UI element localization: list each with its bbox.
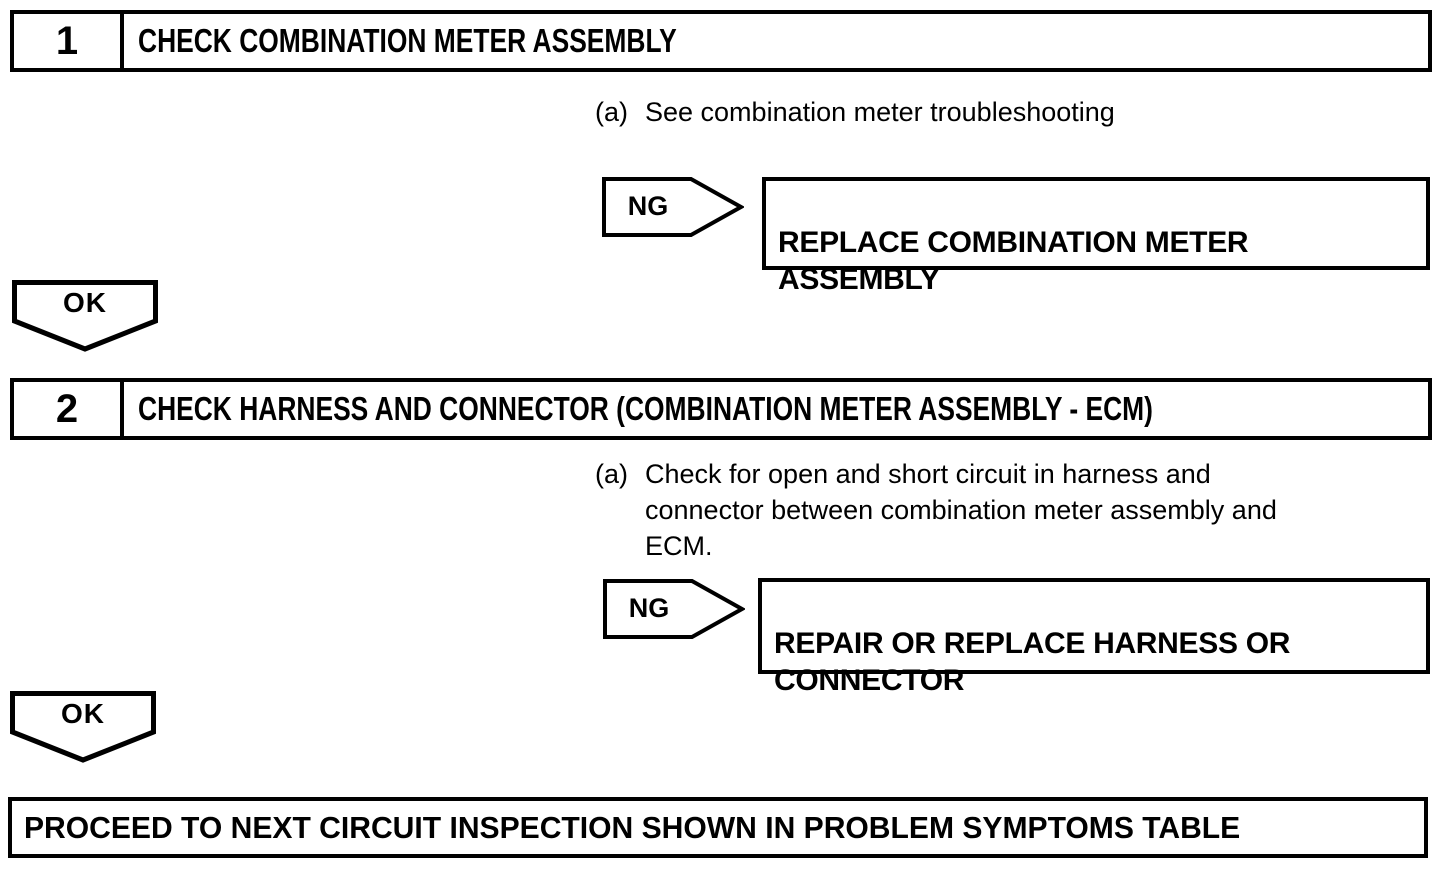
step-2-ng-result-box: REPAIR OR REPLACE HARNESS OR CONNECTOR (758, 578, 1430, 697)
step-1-ok-label: OK (63, 287, 107, 318)
final-proceed-text: PROCEED TO NEXT CIRCUIT INSPECTION SHOWN… (24, 809, 1241, 845)
step-1-instruction-note: (a) See combination meter troubleshootin… (595, 94, 1115, 130)
step-1-instruction-text: See combination meter troubleshooting (645, 97, 1115, 127)
step-2-number: 2 (14, 382, 124, 436)
step-2-title-cell: CHECK HARNESS AND CONNECTOR (COMBINATION… (124, 382, 1428, 436)
step-2-ng-arrow: NG (603, 579, 745, 639)
step-1-ng-result-box: REPLACE COMBINATION METER ASSEMBLY (762, 177, 1430, 296)
step-1-ng-arrow: NG (602, 177, 744, 237)
step-1-instruction-label: (a) (595, 97, 628, 127)
ok-pentagon-icon (10, 691, 156, 763)
step-2-instruction-text: Check for open and short circuit in harn… (645, 459, 1277, 561)
step-1-title: CHECK COMBINATION METER ASSEMBLY (138, 22, 677, 59)
ng-arrow-icon (603, 579, 745, 639)
step-2-instruction-label: (a) (595, 459, 628, 489)
step-2-ng-result-text: REPAIR OR REPLACE HARNESS OR CONNECTOR (774, 627, 1291, 697)
step-1-ng-label: NG (627, 190, 669, 221)
step-1-ng-result-text: REPLACE COMBINATION METER ASSEMBLY (778, 226, 1249, 296)
step-1-header-box: 1 CHECK COMBINATION METER ASSEMBLY (10, 10, 1432, 72)
step-2-title: CHECK HARNESS AND CONNECTOR (COMBINATION… (138, 390, 1153, 427)
step-1-ok-connector: OK (12, 280, 158, 352)
step-2-instruction-note: (a) Check for open and short circuit in … (595, 456, 1277, 564)
step-2-ok-connector: OK (10, 691, 156, 763)
ng-arrow-icon (602, 177, 744, 237)
step-2-header-box: 2 CHECK HARNESS AND CONNECTOR (COMBINATI… (10, 378, 1432, 440)
step-2-ng-label: NG (628, 592, 670, 623)
step-1-number: 1 (14, 14, 124, 68)
step-1-title-cell: CHECK COMBINATION METER ASSEMBLY (124, 14, 1428, 68)
final-proceed-box: PROCEED TO NEXT CIRCUIT INSPECTION SHOWN… (8, 797, 1428, 858)
ok-pentagon-icon (12, 280, 158, 352)
step-2-ok-label: OK (61, 698, 105, 729)
